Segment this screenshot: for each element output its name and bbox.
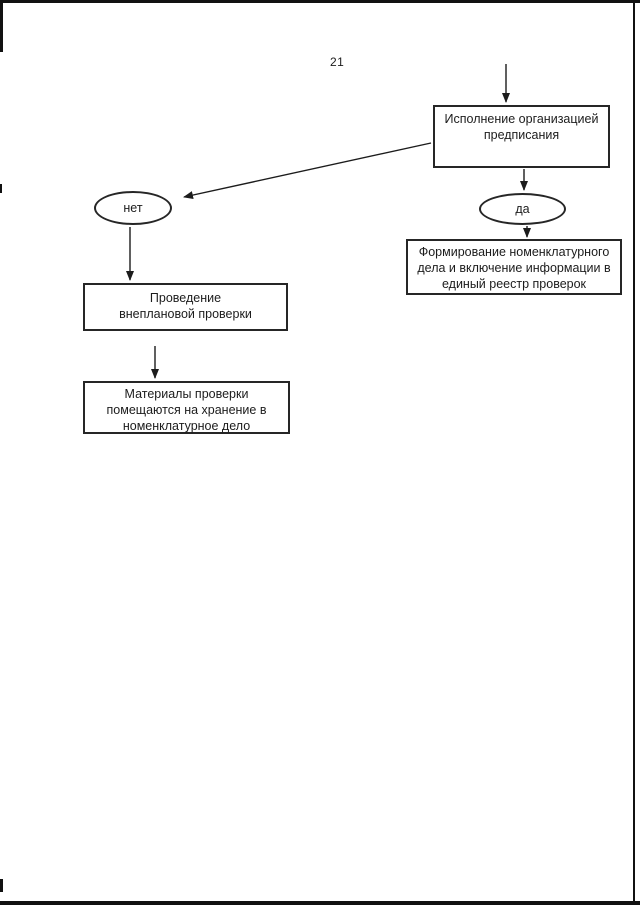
node-materials-box: Материалы проверки помещаются на хранени… xyxy=(83,381,290,434)
scan-edge-left-dash xyxy=(0,879,3,892)
scan-edge-right xyxy=(633,0,635,905)
node-text-line: единый реестр проверок xyxy=(441,277,587,291)
scan-edge-bottom xyxy=(0,901,640,905)
scan-edge-top xyxy=(0,0,640,3)
scan-edge-left-bar xyxy=(0,0,3,52)
node-text-line: Материалы проверки xyxy=(124,387,249,401)
node-yes-ellipse: да xyxy=(479,193,566,225)
arrow-execution-to-no xyxy=(183,142,432,199)
scan-edge-left-dash xyxy=(0,184,2,193)
node-no-ellipse: нет xyxy=(94,191,172,225)
node-text-line: номенклатурное дело xyxy=(122,419,251,433)
node-text-line: дела и включение информации в xyxy=(417,261,611,275)
page-number: 21 xyxy=(330,55,345,69)
node-text-line: Проведение xyxy=(149,291,222,305)
node-inspection-box: Проведение внеплановой проверки xyxy=(83,283,288,331)
node-execution-box: Исполнение организацией предписания xyxy=(433,105,610,168)
node-text-line: Формирование номенклатурного xyxy=(418,245,610,259)
node-registry-box: Формирование номенклатурного дела и вклю… xyxy=(406,239,622,295)
node-text-line: Исполнение организацией xyxy=(444,112,599,126)
node-text-line: помещаются на хранение в xyxy=(106,403,267,417)
node-text-line: нет xyxy=(123,201,143,215)
node-text-line: предписания xyxy=(483,128,560,142)
node-text-line: внеплановой проверки xyxy=(119,307,252,321)
node-text-line: да xyxy=(515,202,530,216)
